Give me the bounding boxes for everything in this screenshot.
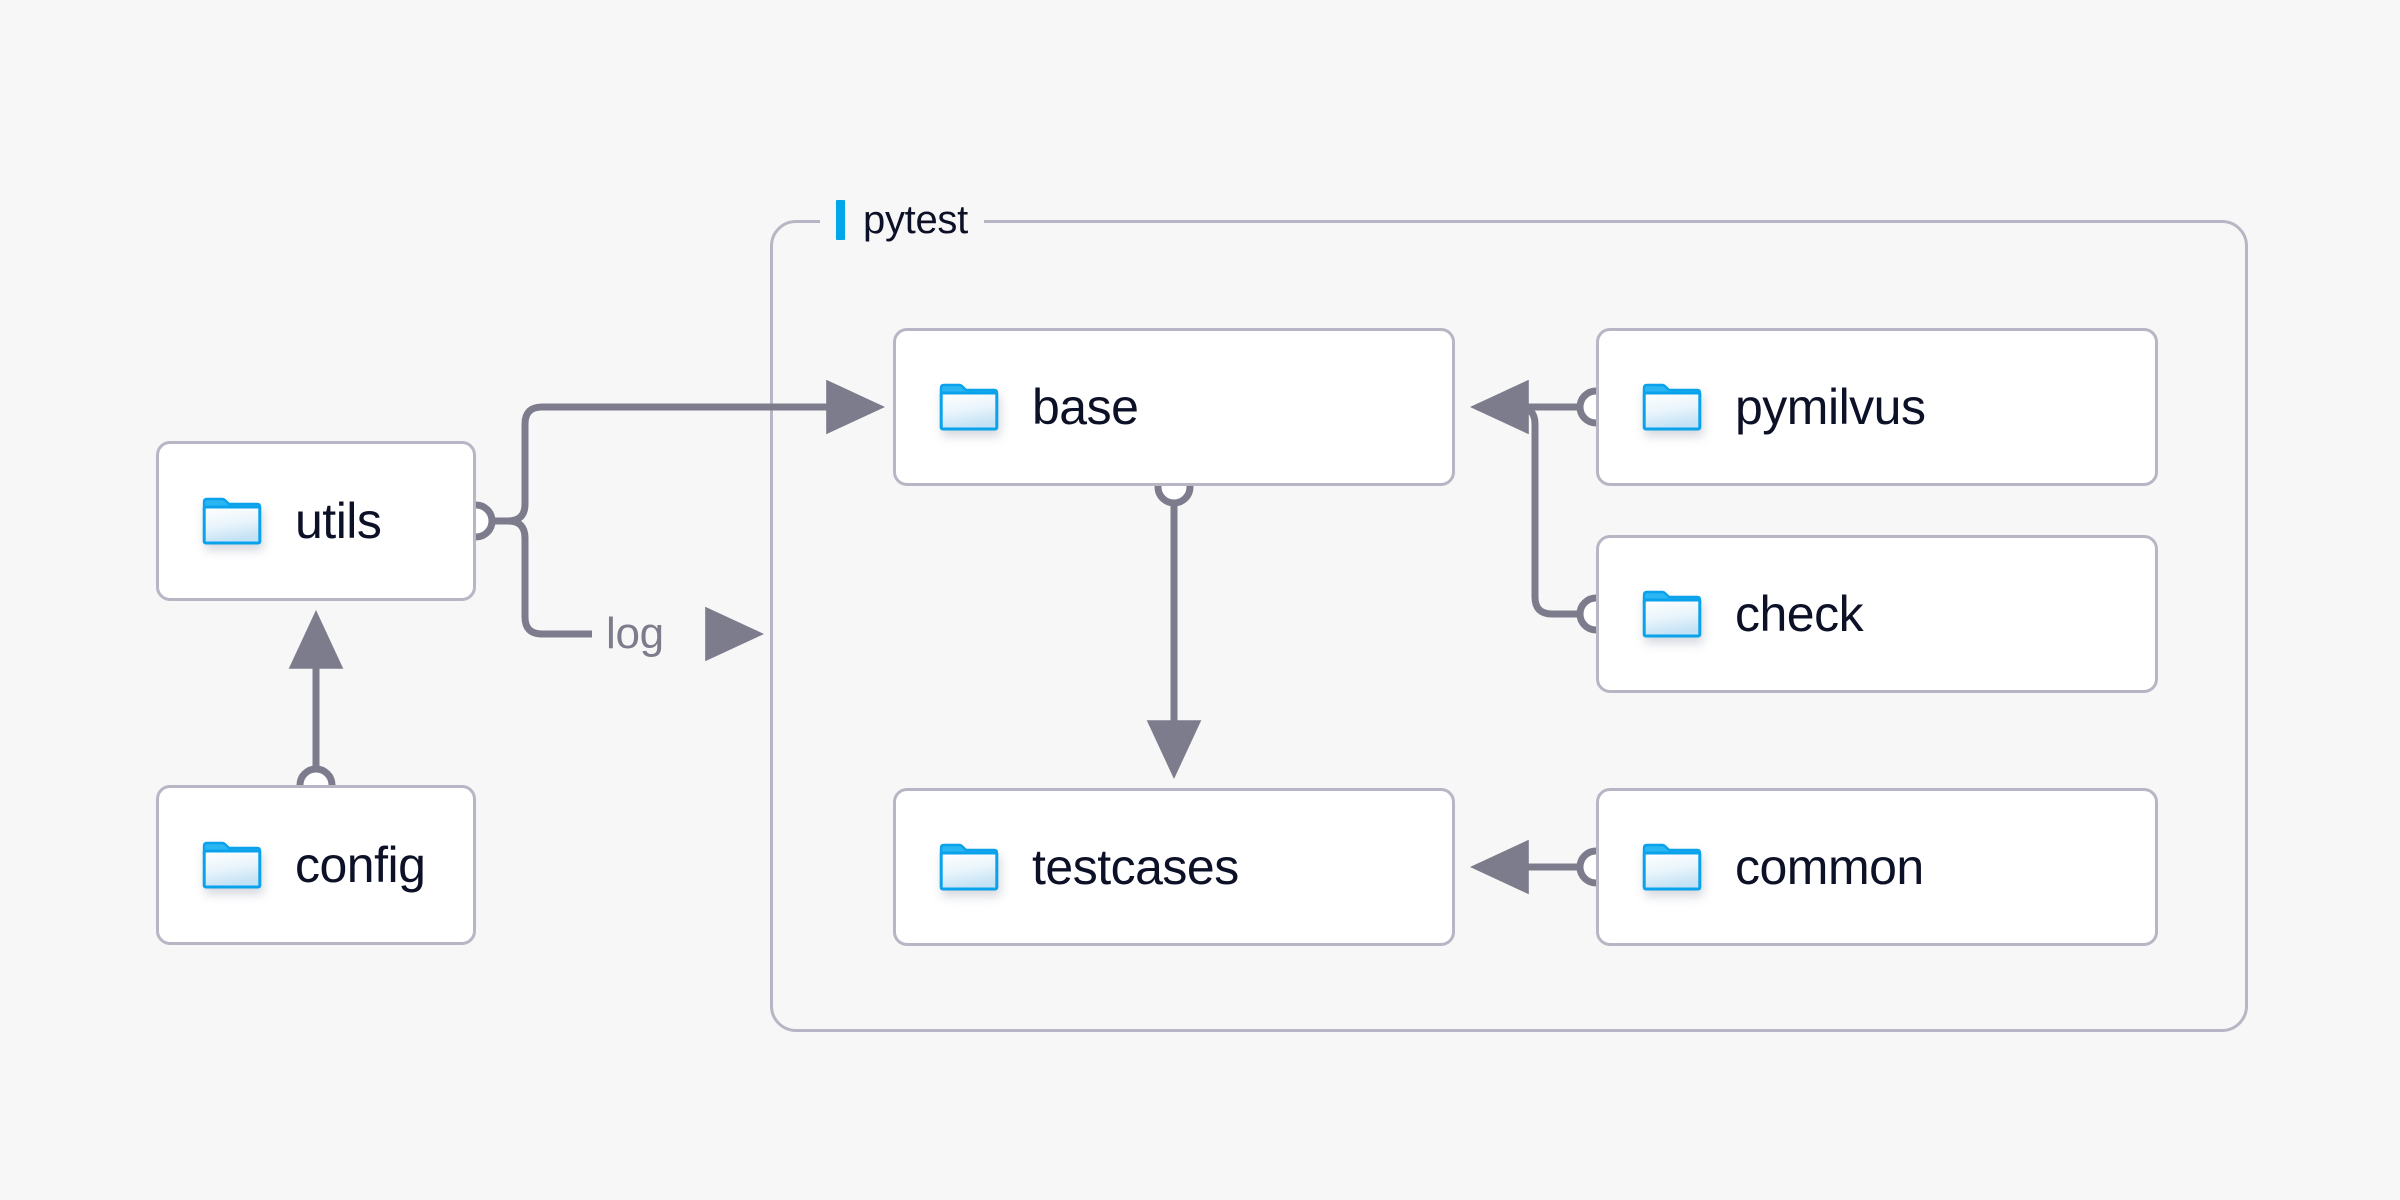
group-accent-bar-icon bbox=[836, 200, 845, 240]
node-config[interactable]: config bbox=[156, 785, 476, 945]
folder-icon bbox=[1641, 841, 1703, 893]
edge-label-log: log bbox=[596, 612, 674, 656]
edge-utils-to-log-a bbox=[507, 517, 592, 638]
node-utils[interactable]: utils bbox=[156, 441, 476, 601]
node-label-pymilvus: pymilvus bbox=[1735, 379, 1926, 435]
folder-icon bbox=[1641, 381, 1703, 433]
node-label-testcases: testcases bbox=[1032, 839, 1239, 895]
node-testcases[interactable]: testcases bbox=[893, 788, 1455, 946]
folder-icon bbox=[1641, 588, 1703, 640]
group-container-pytest bbox=[770, 220, 2248, 1032]
folder-icon bbox=[938, 381, 1000, 433]
folder-icon bbox=[201, 495, 263, 547]
node-label-utils: utils bbox=[295, 493, 382, 549]
node-label-config: config bbox=[295, 837, 426, 893]
node-common[interactable]: common bbox=[1596, 788, 2158, 946]
node-base[interactable]: base bbox=[893, 328, 1455, 486]
node-pymilvus[interactable]: pymilvus bbox=[1596, 328, 2158, 486]
folder-icon bbox=[938, 841, 1000, 893]
node-label-common: common bbox=[1735, 839, 1924, 895]
node-label-check: check bbox=[1735, 586, 1864, 642]
group-label-pytest: pytest bbox=[820, 192, 984, 248]
group-label-text: pytest bbox=[863, 197, 968, 242]
node-label-base: base bbox=[1032, 379, 1139, 435]
folder-icon bbox=[201, 839, 263, 891]
node-check[interactable]: check bbox=[1596, 535, 2158, 693]
